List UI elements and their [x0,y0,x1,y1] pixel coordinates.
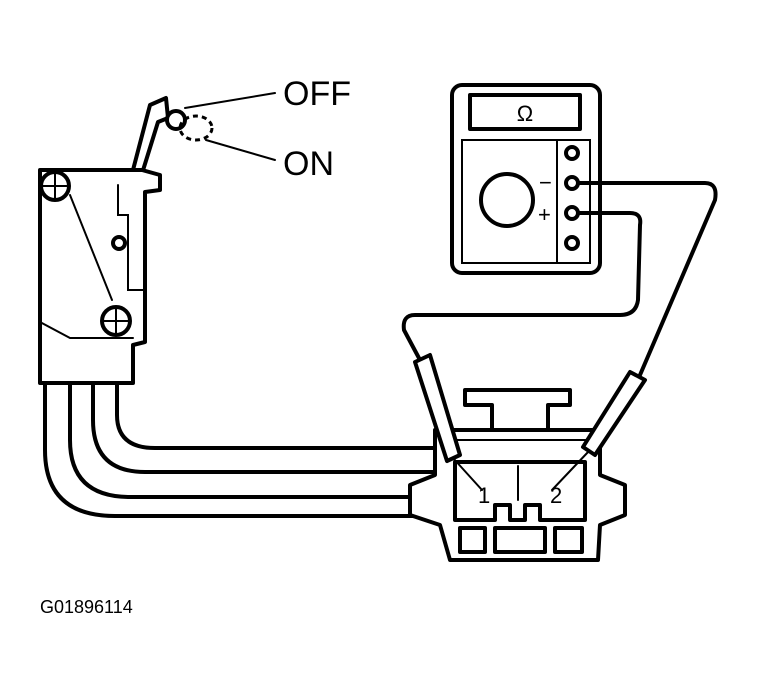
harness-wire-inner-a [91,381,437,474]
minus-terminal-label: − [539,170,552,195]
ohmmeter: Ω − + [450,83,602,275]
harness-wire-outer-b [68,381,437,499]
plus-terminal-label: + [538,202,551,227]
ohmmeter-panel [461,139,591,264]
test-lead-positive [401,211,643,362]
ohmmeter-display [468,93,582,131]
meter-jack-4 [564,235,580,251]
lever-roller-off [165,109,187,131]
on-label: ON [283,145,334,183]
off-label: OFF [283,75,351,113]
harness-wire-outer-a [43,381,437,518]
housing-bevel [69,194,113,301]
harness-wire-inner-b [115,381,437,450]
housing-edge [39,169,134,339]
harness-connector: 1 2 [408,388,627,562]
connector-face [453,460,587,522]
test-lead-negative [576,181,718,377]
ohmmeter-case [450,83,602,275]
on-leader-line [205,139,276,161]
screw-top [39,170,71,202]
probe-left [413,353,483,491]
connector-slot-center [493,526,547,554]
figure-id-label: G01896114 [40,597,133,617]
connector-slot-left [458,526,487,554]
connector-slot-right [553,526,584,554]
meter-jack-1 [564,145,580,161]
off-leader-line [184,92,276,109]
test-leads [401,181,718,491]
housing-step [117,184,146,291]
screw-bottom [100,305,132,337]
lever-roller-on [178,114,214,142]
probe-right [551,370,647,491]
screw-mid [111,235,127,251]
switch-assembly [38,92,437,518]
switch-housing [38,168,162,385]
ohm-symbol: Ω [517,101,533,126]
switch-lever [131,96,170,182]
range-selector-dial [479,172,535,228]
